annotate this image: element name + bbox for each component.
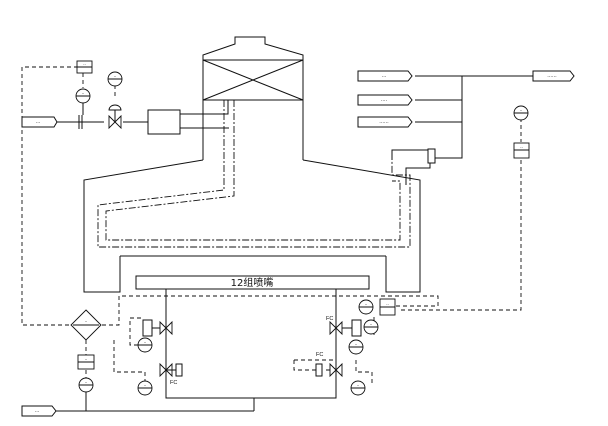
right-in-flag-2: ···· <box>357 94 413 106</box>
instrument-pt-left-low: ·· <box>78 377 94 411</box>
svg-text:··: ·· <box>520 108 523 113</box>
stack <box>202 36 304 160</box>
instrument-diamond: ·· <box>70 309 102 341</box>
instrument-pv-right: ·· <box>363 319 379 335</box>
fc-label-right-upper: FC <box>326 316 333 322</box>
instrument-pic-left-low: ·· <box>77 354 95 370</box>
instrument-pcv-right-a: ·· <box>348 339 364 355</box>
svg-text:··: ·· <box>85 319 88 324</box>
svg-text:···: ··· <box>35 409 40 415</box>
burner-valve-left-lower[interactable] <box>159 362 183 378</box>
fc-label-right-lower: FC <box>316 352 323 358</box>
instrument-te-right: ·· <box>513 105 529 121</box>
svg-text:···: ··· <box>382 74 387 80</box>
instrument-fic-right: ·· <box>379 298 396 316</box>
burner-label: 12组喷嘴 <box>231 276 274 289</box>
instrument-pcv-left-a: ·· <box>137 337 153 353</box>
svg-text:··: ·· <box>144 383 147 388</box>
svg-text:··: ·· <box>365 302 368 307</box>
instrument-top-left-box: ·· <box>76 60 93 74</box>
svg-text:······: ······ <box>379 120 389 126</box>
svg-text:··: ·· <box>144 340 147 345</box>
fuel-piping <box>56 289 337 412</box>
right-in-flag-1: ··· <box>357 70 413 82</box>
svg-text:··: ·· <box>370 322 373 327</box>
burner-valve-right-upper[interactable] <box>329 319 362 337</box>
svg-text:··: ·· <box>355 342 358 347</box>
right-in-flag-3: ······ <box>357 116 413 128</box>
left-feed <box>55 100 229 135</box>
right-coil-header <box>391 75 533 185</box>
svg-text:··: ·· <box>386 302 389 307</box>
svg-text:··: ·· <box>85 357 88 362</box>
fc-label-left: FC <box>170 380 177 386</box>
right-junction-box <box>427 148 436 164</box>
svg-text:··: ·· <box>520 145 523 150</box>
left-inlet-flag: ··· <box>21 116 58 128</box>
burner-bar <box>135 275 370 290</box>
inner-coil <box>97 100 411 248</box>
svg-text:··: ·· <box>85 380 88 385</box>
svg-text:······: ······ <box>547 74 557 80</box>
bottom-inlet-flag: ··· <box>21 405 57 417</box>
instrument-fi-left: ·· <box>75 88 91 115</box>
signal-lines <box>21 66 522 385</box>
svg-text:··: ·· <box>357 383 360 388</box>
svg-text:··: ·· <box>82 91 85 96</box>
furnace-body <box>83 159 421 293</box>
left-control-valve[interactable] <box>108 104 122 130</box>
instrument-pcv-left-b: ·· <box>137 380 153 396</box>
instrument-ti-right: ·· <box>513 142 530 159</box>
svg-text:··: ·· <box>114 74 117 79</box>
instrument-fy-left: ·· <box>107 71 123 87</box>
burner-valve-left-upper[interactable] <box>142 319 173 337</box>
burner-valve-right-lower[interactable] <box>315 362 343 378</box>
svg-text:··: ·· <box>83 62 86 67</box>
instrument-pcv-right-b: ·· <box>350 380 366 396</box>
svg-text:····: ···· <box>381 98 388 104</box>
right-out-flag: ······ <box>532 70 575 82</box>
left-coil-box <box>147 109 181 135</box>
svg-text:···: ··· <box>36 120 41 126</box>
instrument-fi-right: ·· <box>358 299 374 315</box>
